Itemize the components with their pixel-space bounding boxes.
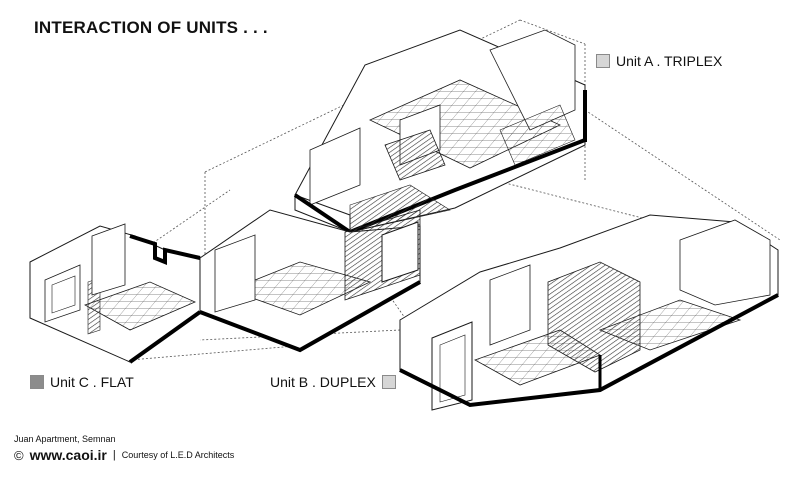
credit-row: © www.caoi.ir | Courtesy of L.E.D Archit… — [14, 447, 235, 463]
legend-unit-b-label: Unit B . DUPLEX — [270, 374, 376, 390]
site-link[interactable]: www.caoi.ir — [29, 447, 107, 463]
legend-unit-b-swatch — [381, 375, 396, 389]
legend-unit-c-swatch — [30, 375, 44, 389]
unit-a-triplex-drawing — [293, 29, 587, 235]
project-caption: Juan Apartment, Semnan — [14, 434, 116, 444]
legend-unit-c-label: Unit C . FLAT — [50, 374, 134, 390]
courtesy-text: Courtesy of L.E.D Architects — [121, 450, 235, 460]
legend-unit-a-label: Unit A . TRIPLEX — [616, 53, 723, 69]
legend-unit-a-swatch — [596, 54, 610, 68]
legend-unit-a: Unit A . TRIPLEX — [596, 53, 722, 69]
unit-b-duplex-drawing — [399, 214, 779, 411]
unit-c-flat-drawing — [29, 223, 202, 364]
unit-b-lower-level-drawing — [199, 209, 421, 353]
copyright-icon: © — [14, 448, 24, 463]
diagram-title: INTERACTION OF UNITS . . . — [34, 18, 268, 37]
legend-unit-c: Unit C . FLAT — [30, 374, 134, 390]
legend-unit-b: Unit B . DUPLEX — [270, 374, 396, 390]
credit-separator: | — [112, 449, 116, 461]
credits-block: Juan Apartment, Semnan © www.caoi.ir | C… — [14, 433, 234, 462]
